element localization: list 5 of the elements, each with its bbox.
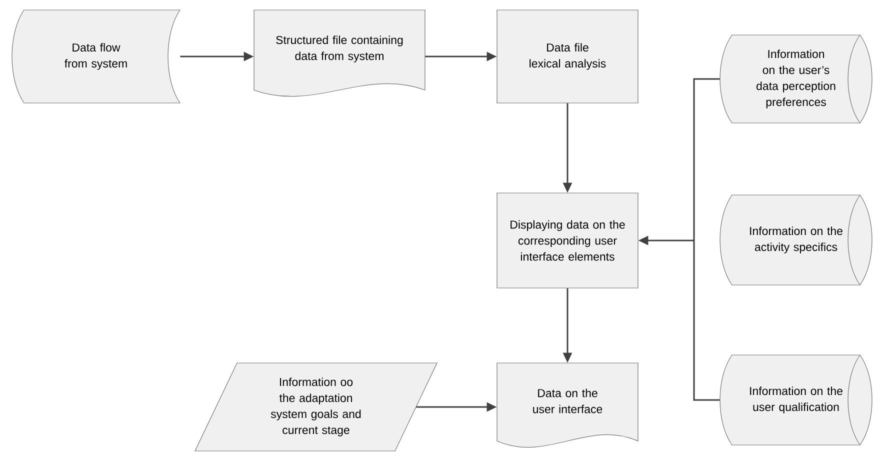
process-box: Displaying data on the corresponding user interface elements — [496, 192, 638, 288]
connector-line — [693, 240, 720, 401]
data-parallelogram: Information oo the adaptation system goals and current stage — [194, 362, 438, 452]
connector-line — [693, 78, 720, 240]
process-box: Data file lexical analysis — [496, 10, 638, 104]
